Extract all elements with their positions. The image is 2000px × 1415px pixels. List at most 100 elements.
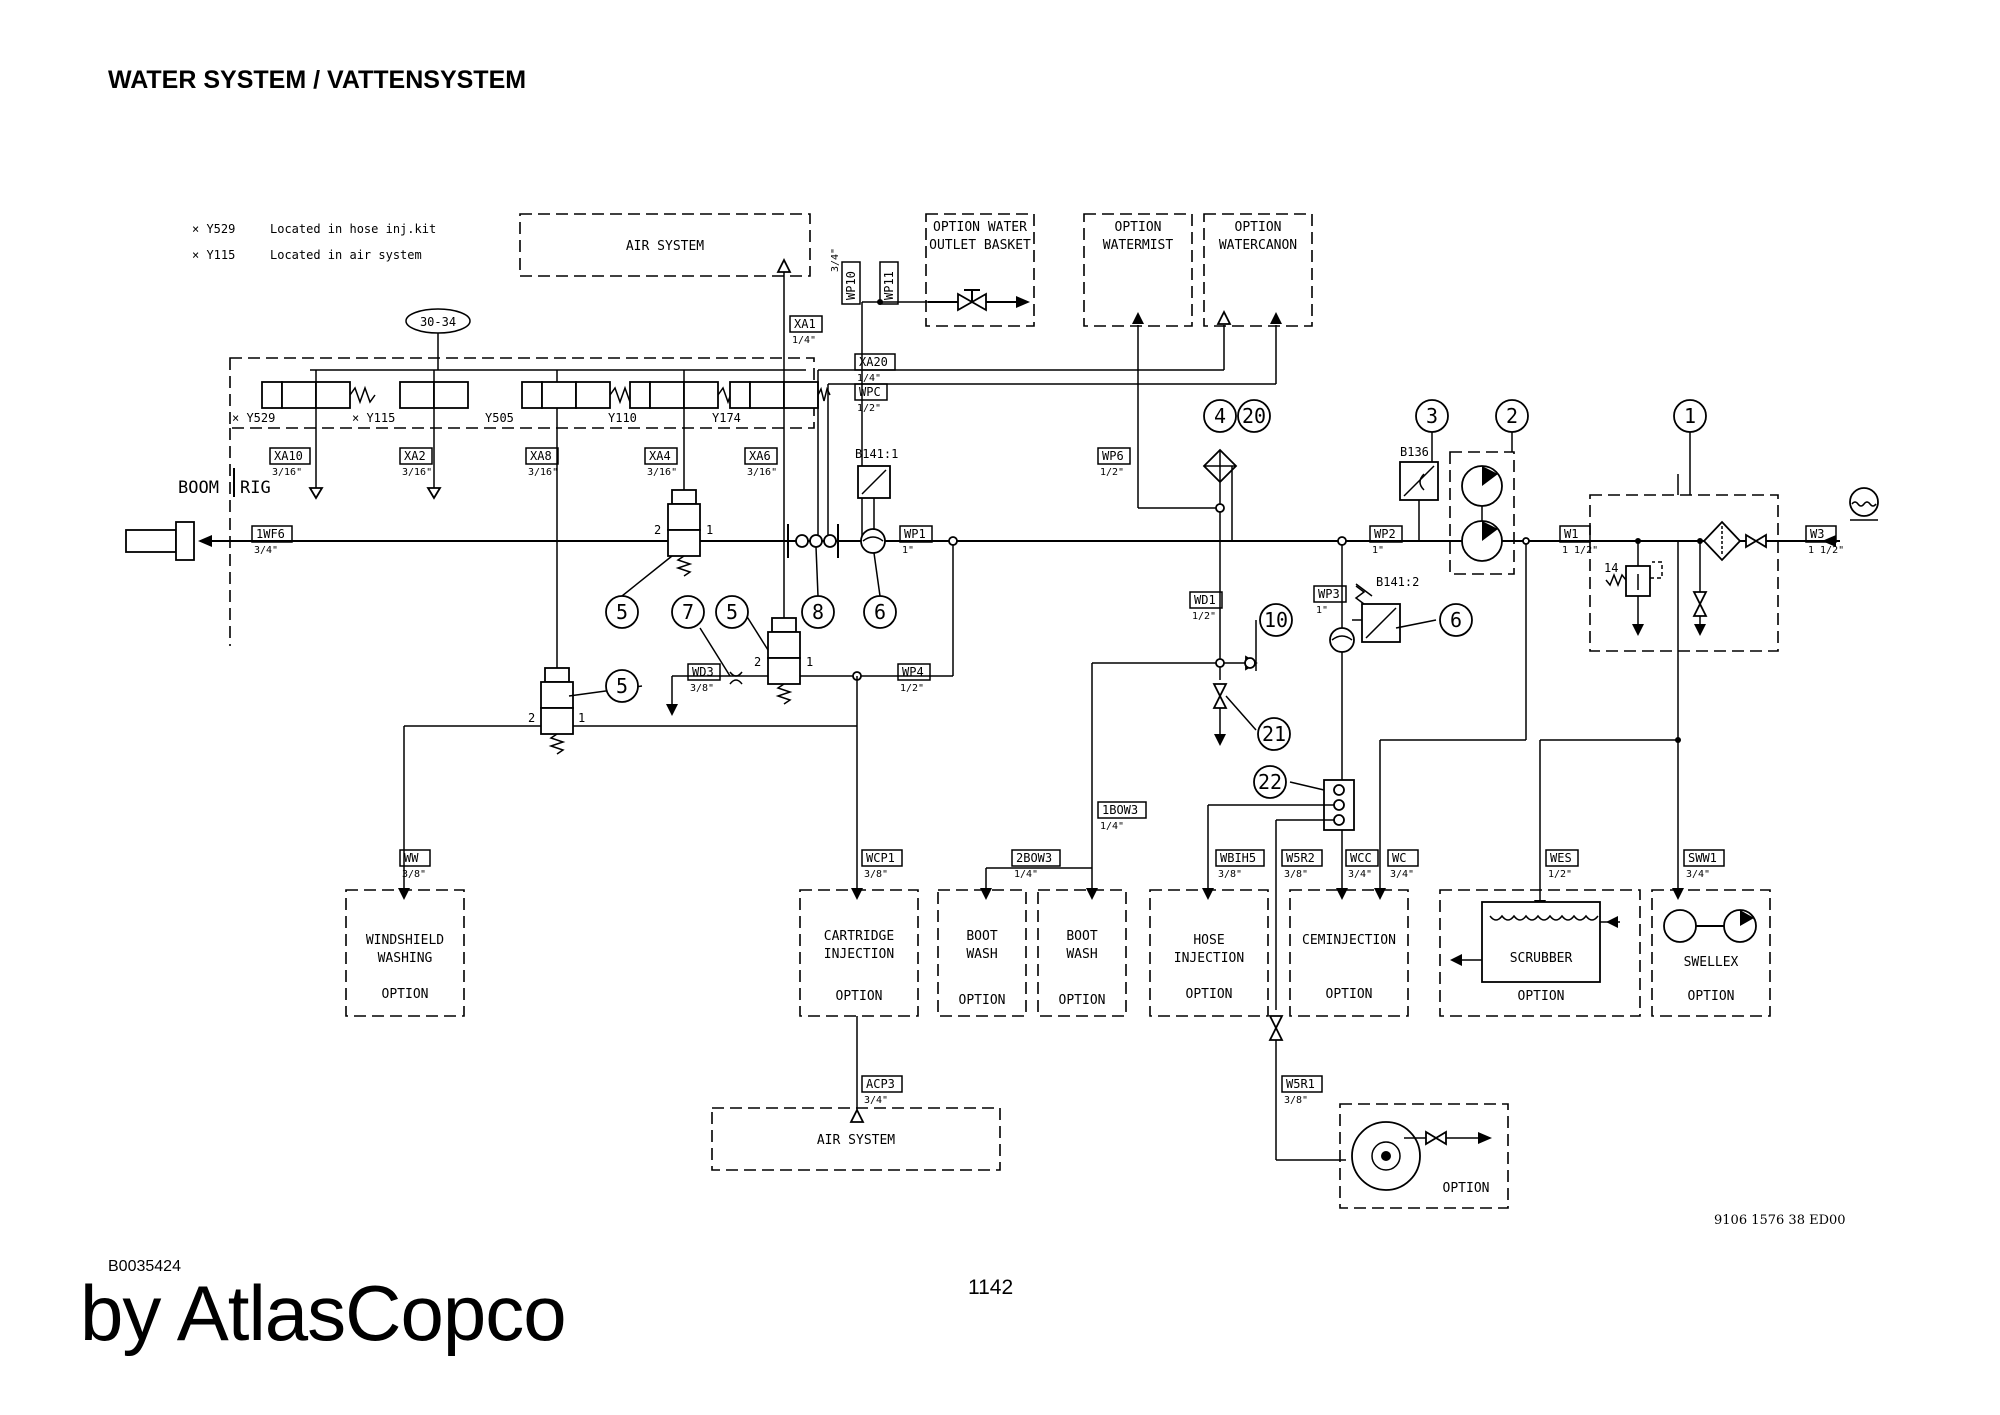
note-text-y115: Located in air system bbox=[270, 248, 422, 262]
air-system-top-box bbox=[519, 213, 811, 277]
flow-meter-2-icon bbox=[1329, 627, 1355, 653]
scrubber-line1: SCRUBBER bbox=[1510, 951, 1573, 966]
svg-text:6: 6 bbox=[1450, 608, 1462, 632]
scrubber-line2: OPTION bbox=[1518, 989, 1565, 1004]
hose-tag-xa6: XA6 3/16" bbox=[744, 447, 778, 478]
swellex-motor-icon bbox=[1663, 909, 1697, 943]
svg-text:8: 8 bbox=[812, 600, 824, 624]
svg-text:WD1: WD1 bbox=[1194, 593, 1216, 607]
brand-footer: by AtlasCopco bbox=[80, 1269, 567, 1357]
scrubber-box bbox=[1439, 889, 1641, 1017]
valve5b-port1: 1 bbox=[806, 655, 813, 669]
air-system-bottom-box bbox=[711, 1107, 1001, 1171]
svg-text:1/4": 1/4" bbox=[857, 373, 881, 384]
valve5a-port2: 2 bbox=[654, 523, 661, 537]
svg-text:WP1: WP1 bbox=[904, 527, 926, 541]
hose-tag-wc: WC3/4" bbox=[1387, 849, 1419, 880]
callout-4: 4 bbox=[1203, 399, 1237, 433]
ceminjection-box bbox=[1289, 889, 1409, 1017]
svg-text:XA20: XA20 bbox=[859, 355, 888, 369]
hose-tag-wd1: WD1 1/2" bbox=[1189, 591, 1223, 622]
water-outlet-line2: OUTLET BASKET bbox=[929, 238, 1031, 253]
note-text-y529: Located in hose inj.kit bbox=[270, 222, 436, 236]
svg-text:XA6: XA6 bbox=[749, 449, 771, 463]
hose-tag-w3: W31 1/2" bbox=[1805, 525, 1844, 556]
callout-30-34-label: 30-34 bbox=[420, 315, 456, 329]
svg-text:XA8: XA8 bbox=[530, 449, 552, 463]
svg-text:1/2": 1/2" bbox=[1192, 611, 1216, 622]
watermist-line2: WATERMIST bbox=[1103, 238, 1174, 253]
valve5b-port2: 2 bbox=[754, 655, 761, 669]
ceminjection-line1: CEMINJECTION bbox=[1302, 933, 1396, 948]
svg-text:21: 21 bbox=[1262, 722, 1286, 746]
swellex-line1: SWELLEX bbox=[1684, 955, 1739, 970]
water-tank-icon bbox=[1849, 487, 1879, 517]
callout-5: 5 bbox=[568, 669, 643, 703]
swellex-line2: OPTION bbox=[1688, 989, 1735, 1004]
svg-text:ACP3: ACP3 bbox=[866, 1077, 895, 1091]
svg-text:3/16": 3/16" bbox=[747, 467, 777, 478]
svg-text:3/8": 3/8" bbox=[1218, 869, 1242, 880]
svg-text:WCC: WCC bbox=[1350, 851, 1372, 865]
valve-y174 bbox=[729, 370, 831, 440]
reel-option-label: OPTION bbox=[1443, 1181, 1490, 1196]
svg-text:2BOW3: 2BOW3 bbox=[1016, 851, 1052, 865]
valve-label-y505: Y505 bbox=[485, 411, 514, 425]
svg-text:WW: WW bbox=[404, 851, 419, 865]
page-number: 1142 bbox=[968, 1276, 1014, 1299]
svg-text:3/8": 3/8" bbox=[864, 869, 888, 880]
svg-text:3/4": 3/4" bbox=[1390, 869, 1414, 880]
hose-injection-box bbox=[1149, 889, 1269, 1017]
svg-text:XA1: XA1 bbox=[794, 317, 816, 331]
svg-text:WP4: WP4 bbox=[902, 665, 924, 679]
svg-text:1WF6: 1WF6 bbox=[256, 527, 285, 541]
svg-text:3: 3 bbox=[1426, 404, 1438, 428]
water-outlet-line1: OPTION WATER bbox=[933, 220, 1027, 235]
callout-5: 5 bbox=[715, 595, 769, 651]
bootwash1-line3: OPTION bbox=[959, 993, 1006, 1008]
drawing-number: 9106 1576 38 ED00 bbox=[1714, 1213, 1846, 1228]
air-system-top-label: AIR SYSTEM bbox=[626, 239, 704, 254]
svg-text:3/16": 3/16" bbox=[528, 467, 558, 478]
svg-text:3/4": 3/4" bbox=[1686, 869, 1710, 880]
svg-text:5: 5 bbox=[616, 674, 628, 698]
windshield-box bbox=[345, 889, 465, 1017]
svg-text:1": 1" bbox=[902, 545, 914, 556]
svg-text:2: 2 bbox=[1506, 404, 1518, 428]
callout-3: 3 bbox=[1415, 399, 1449, 433]
svg-text:3/16": 3/16" bbox=[647, 467, 677, 478]
svg-text:WD3: WD3 bbox=[692, 665, 714, 679]
valve-label-y529: × Y529 bbox=[232, 411, 275, 425]
svg-text:WPC: WPC bbox=[859, 385, 881, 399]
pump-box bbox=[1449, 451, 1515, 575]
svg-text:1": 1" bbox=[1372, 545, 1384, 556]
callout-6: 6 bbox=[1395, 603, 1473, 637]
svg-text:WCP1: WCP1 bbox=[866, 851, 895, 865]
svg-text:3/8": 3/8" bbox=[1284, 1095, 1308, 1106]
page-title: WATER SYSTEM / VATTENSYSTEM bbox=[108, 66, 527, 94]
svg-text:W3: W3 bbox=[1810, 527, 1824, 541]
valve5a-port1: 1 bbox=[706, 523, 713, 537]
inlet-unit-box bbox=[1589, 494, 1779, 652]
svg-text:1: 1 bbox=[1684, 404, 1696, 428]
rig-label: RIG bbox=[240, 478, 271, 498]
svg-text:3/8": 3/8" bbox=[690, 683, 714, 694]
svg-text:3/8": 3/8" bbox=[402, 869, 426, 880]
windshield-line2: WASHING bbox=[378, 951, 433, 966]
note-mark-y529: × Y529 bbox=[192, 222, 235, 236]
swellex-box bbox=[1651, 889, 1771, 1017]
svg-text:W1: W1 bbox=[1564, 527, 1578, 541]
bootwash1-line1: BOOT bbox=[966, 929, 997, 944]
svg-text:1 1/2": 1 1/2" bbox=[1562, 545, 1598, 556]
svg-text:W5R2: W5R2 bbox=[1286, 851, 1315, 865]
